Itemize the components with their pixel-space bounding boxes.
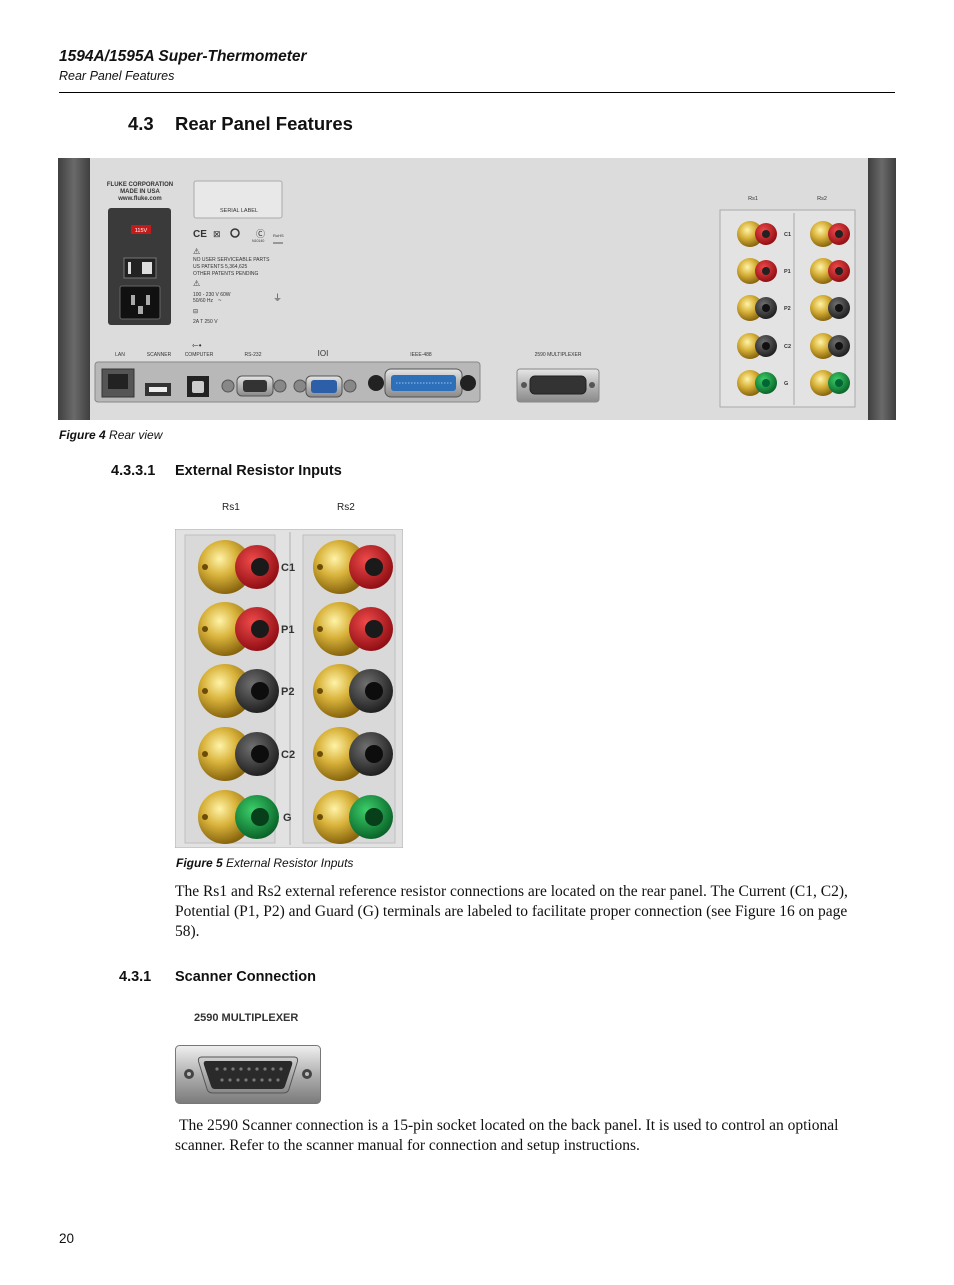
serial-label-text: SERIAL LABEL xyxy=(220,208,258,214)
caution-icon: ⚠ xyxy=(193,279,200,288)
terminal-label-c2: C2 xyxy=(281,749,295,761)
rs2-terminal-p2[interactable] xyxy=(313,664,393,718)
fuse-rating: 2A T 250 V xyxy=(193,319,218,325)
subsection2-title: Scanner Connection xyxy=(175,969,316,985)
rear-terminal-p1: P1 xyxy=(784,269,791,275)
paragraph2-line1: The 2590 Scanner connection is a 15-pin … xyxy=(179,1117,839,1134)
ce-mark-icon: CE xyxy=(193,229,207,240)
paragraph2-line2: scanner. Refer to the scanner manual for… xyxy=(175,1137,640,1154)
rear-terminal-p2: P2 xyxy=(784,306,791,312)
rs1-terminal-c1[interactable] xyxy=(198,540,279,594)
power-inlet-socket[interactable] xyxy=(119,285,161,320)
power-rating-2: 50/60 Hz xyxy=(193,298,214,304)
figure5-caption-number: Figure 5 xyxy=(176,856,223,870)
rear-terminal-g: G xyxy=(784,381,788,387)
fuse-icon: ⊟ xyxy=(193,309,198,315)
rs2-terminal-g[interactable] xyxy=(313,790,393,844)
scanner-paragraph: The 2590 Scanner connection is a 15-pin … xyxy=(175,1116,895,1156)
serial-label-box xyxy=(193,180,283,219)
rear-terminal-block: C1 P1 P2 C2 G xyxy=(737,221,850,396)
terminal-label-g: G xyxy=(283,812,292,824)
paragraph1-line3: 58). xyxy=(175,923,200,940)
figure4-caption-text: Rear view xyxy=(109,428,163,442)
section-number: 4.3 xyxy=(128,113,154,134)
warning-icon: ⚠ xyxy=(193,247,200,256)
header-rule xyxy=(59,92,895,93)
terminal-label-p2: P2 xyxy=(281,686,294,698)
paragraph1-line1: The Rs1 and Rs2 external reference resis… xyxy=(175,883,848,900)
mux-label: 2590 MULTIPLEXER xyxy=(535,352,582,358)
rs1-terminal-c2[interactable] xyxy=(198,727,279,781)
rs2-terminal-c1[interactable] xyxy=(313,540,393,594)
weee-icon: ⊠ xyxy=(213,229,221,239)
section-title: Rear Panel Features xyxy=(175,113,353,134)
rs2-label: Rs2 xyxy=(337,502,355,513)
usb-icon: ⇽• xyxy=(192,341,202,350)
ac-symbol-icon: ~ xyxy=(218,298,222,304)
rs2-terminal-p1[interactable] xyxy=(313,602,393,656)
rear-panel-figure: FLUKE CORPORATION MADE IN USA www.fluke.… xyxy=(58,158,896,420)
warning-line-3: OTHER PATENTS PENDING xyxy=(193,271,258,277)
certification-icon xyxy=(230,228,240,238)
rear-terminal-c1: C1 xyxy=(784,232,791,238)
subsection1-title: External Resistor Inputs xyxy=(175,463,342,479)
warning-line-1: NO USER SERVICEABLE PARTS xyxy=(193,257,270,263)
mux-figure-label: 2590 MULTIPLEXER xyxy=(194,1012,299,1024)
document-title: 1594A/1595A Super-Thermometer xyxy=(59,48,307,65)
maker-line-3: www.fluke.com xyxy=(117,196,161,202)
vga-symbol-icon: IOI xyxy=(318,349,329,358)
warning-line-2: US PATENTS 5,364,625 xyxy=(193,264,248,270)
ieee-label: IEEE-488 xyxy=(410,352,432,358)
scanner-label: SCANNER xyxy=(147,352,172,358)
maker-line-1: FLUKE CORPORATION xyxy=(107,182,173,188)
document-subtitle: Rear Panel Features xyxy=(59,69,175,83)
rs1-terminal-p2[interactable] xyxy=(198,664,279,718)
voltage-label: 115V xyxy=(135,228,148,234)
figure5-caption: Figure 5 External Resistor Inputs xyxy=(176,856,353,870)
ground-icon: ⏚ xyxy=(273,293,282,303)
lan-label: LAN xyxy=(115,352,125,358)
terminal-label-p1: P1 xyxy=(281,624,294,636)
rs1-label: Rs1 xyxy=(222,502,240,513)
figure4-caption-number: Figure 4 xyxy=(59,428,106,442)
external-resistor-inputs-figure: C1 P1 P2 C2 G xyxy=(175,529,403,848)
power-rating-1: 100 - 230 V 60W xyxy=(193,292,231,298)
maker-line-2: MADE IN USA xyxy=(120,189,160,195)
mux-connector-figure xyxy=(175,1045,321,1104)
csa-icon: Ⓒ xyxy=(256,229,265,239)
resistor-inputs-paragraph: The Rs1 and Rs2 external reference resis… xyxy=(175,882,895,942)
rs1-terminal-p1[interactable] xyxy=(198,602,279,656)
figure5-caption-text: External Resistor Inputs xyxy=(226,856,354,870)
figure4-caption: Figure 4 Rear view xyxy=(59,428,162,442)
rohs-label: RoHS xyxy=(273,233,284,238)
computer-label: COMPUTER xyxy=(185,352,214,358)
rs1-terminal-g[interactable] xyxy=(198,790,279,844)
subsection2-number: 4.3.1 xyxy=(119,969,152,985)
rear-rs1-label: Rs1 xyxy=(748,196,758,202)
paragraph1-line2: Potential (P1, P2) and Guard (G) termina… xyxy=(175,903,848,920)
cert-code: N10140 xyxy=(252,239,264,243)
rear-terminal-c2: C2 xyxy=(784,344,791,350)
rs232-label: RS-232 xyxy=(245,352,262,358)
subsection1-number: 4.3.3.1 xyxy=(111,463,156,479)
terminal-label-c1: C1 xyxy=(281,562,295,574)
rear-rs2-label: Rs2 xyxy=(817,196,827,202)
rs2-terminal-c2[interactable] xyxy=(313,727,393,781)
page-number: 20 xyxy=(59,1231,75,1246)
